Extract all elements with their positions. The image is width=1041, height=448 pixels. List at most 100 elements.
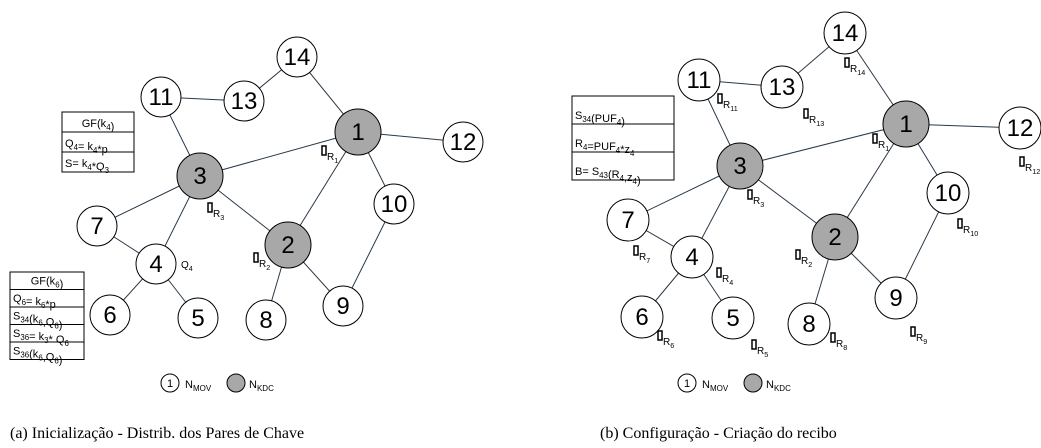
node-label: 2 — [828, 224, 841, 251]
node-3: 3 — [176, 152, 224, 200]
receipt-shape — [844, 57, 850, 68]
node-label: 3 — [193, 163, 206, 190]
node-4: 4 — [135, 243, 177, 285]
node-2: 2 — [811, 213, 859, 261]
legend-b: 1 NMOV NKDC — [677, 373, 791, 393]
receipt-tag: R10 — [963, 225, 978, 238]
receipt-shape — [795, 249, 801, 260]
box-row: S36(k6,Q6) — [13, 346, 62, 367]
legend-mov-number: 1 — [684, 378, 690, 390]
node-label: 13 — [769, 74, 796, 101]
node-circle — [787, 302, 831, 346]
node-label: 14 — [284, 44, 311, 71]
box-frame — [571, 95, 675, 181]
box-row: S36= k3* Q6 — [13, 328, 69, 348]
receipt-icon: R3 — [207, 202, 224, 222]
legend-mov-label: NMOV — [185, 379, 212, 393]
node-circle — [620, 295, 664, 339]
receipt-tag: R4 — [722, 274, 733, 287]
receipt-tag: R2 — [259, 259, 270, 272]
receipt-tag: R1 — [327, 152, 338, 165]
node-label: 1 — [351, 119, 364, 146]
receipt-shape — [751, 339, 757, 350]
node-circle — [135, 243, 177, 285]
receipt-tag: R2 — [801, 256, 812, 269]
receipt-icon: R3 — [747, 189, 764, 209]
node-12: 12 — [998, 106, 1041, 150]
node-6: 6 — [89, 294, 131, 336]
receipt-tag: R14 — [850, 64, 865, 77]
receipt-icon: R13 — [803, 108, 824, 128]
node-label: 6 — [103, 302, 116, 329]
node-label: 8 — [802, 311, 815, 338]
receipt-tag: R8 — [836, 339, 847, 352]
node-label: 10 — [935, 180, 962, 207]
legend-mov-label: NMOV — [702, 379, 729, 393]
key-box-puf: S34(PUF4)R4=PUF4*z4B= S43(R4,z4) — [571, 95, 675, 187]
box-row: R4=PUF4*z4 — [575, 138, 635, 158]
node-circle — [811, 213, 859, 261]
receipt-icon: R12 — [1019, 156, 1040, 176]
receipt-shape — [207, 202, 213, 213]
receipt-tag: R11 — [723, 100, 738, 113]
receipt-icon: R5 — [751, 339, 768, 359]
node-label: 14 — [832, 20, 859, 47]
legend-mov-number: 1 — [167, 378, 173, 390]
node-circle — [322, 285, 364, 327]
node-circle — [716, 142, 764, 190]
node-1: 1 — [882, 100, 930, 148]
node-circle — [926, 171, 970, 215]
receipt-icon: R1 — [872, 133, 889, 153]
node-circle — [670, 235, 714, 279]
receipt-shape — [633, 245, 639, 256]
node-label: 11 — [149, 84, 174, 111]
node-14: 14 — [276, 36, 318, 78]
receipt-shape — [830, 332, 836, 343]
node-label: 9 — [889, 285, 902, 312]
node-label: 3 — [733, 153, 746, 180]
node-11: 11 — [140, 76, 182, 118]
receipt-icon: R2 — [253, 252, 270, 272]
legend-mov-swatch — [160, 373, 180, 393]
node-label: 9 — [336, 293, 349, 320]
node-5: 5 — [177, 297, 219, 339]
receipt-tag: R5 — [757, 346, 768, 359]
node-circle — [711, 296, 755, 340]
node-label: 7 — [621, 207, 634, 234]
node-2: 2 — [264, 221, 312, 269]
receipt-shape — [716, 267, 722, 278]
box-frame — [61, 111, 135, 173]
legend-kdc-label: NKDC — [249, 379, 274, 393]
receipt-tag: R6 — [663, 337, 674, 350]
node-circle — [882, 100, 930, 148]
node-label: 12 — [1007, 115, 1034, 142]
node-label: 11 — [687, 67, 712, 94]
box-row: Q4= k4*p — [65, 138, 108, 156]
receipt-shape — [657, 330, 663, 341]
receipt-icon: R4 — [716, 267, 733, 287]
box-row: S34(PUF4) — [575, 110, 625, 128]
node-4: 4 — [670, 235, 714, 279]
node-7: 7 — [76, 205, 118, 247]
node-circle — [177, 297, 219, 339]
node-circle — [89, 294, 131, 336]
receipt-icon: R7 — [633, 245, 650, 265]
node-label: 4 — [685, 244, 698, 271]
node-circle — [760, 65, 804, 109]
node-label: 2 — [281, 232, 294, 259]
node-circle — [276, 36, 318, 78]
node-7: 7 — [606, 198, 650, 242]
receipt-shape — [747, 189, 753, 200]
node-10: 10 — [373, 183, 415, 225]
node-12: 12 — [442, 121, 484, 163]
caption-b: (b) Configuração - Criação do recibo — [600, 425, 837, 442]
node-label: 10 — [381, 191, 408, 218]
legend-kdc-label: NKDC — [766, 379, 791, 393]
node-9: 9 — [322, 285, 364, 327]
receipt-shape — [253, 252, 259, 263]
node-label: 4 — [149, 251, 162, 278]
receipt-shape — [872, 133, 878, 144]
receipt-tag: R13 — [809, 115, 824, 128]
receipt-shape — [803, 108, 809, 119]
